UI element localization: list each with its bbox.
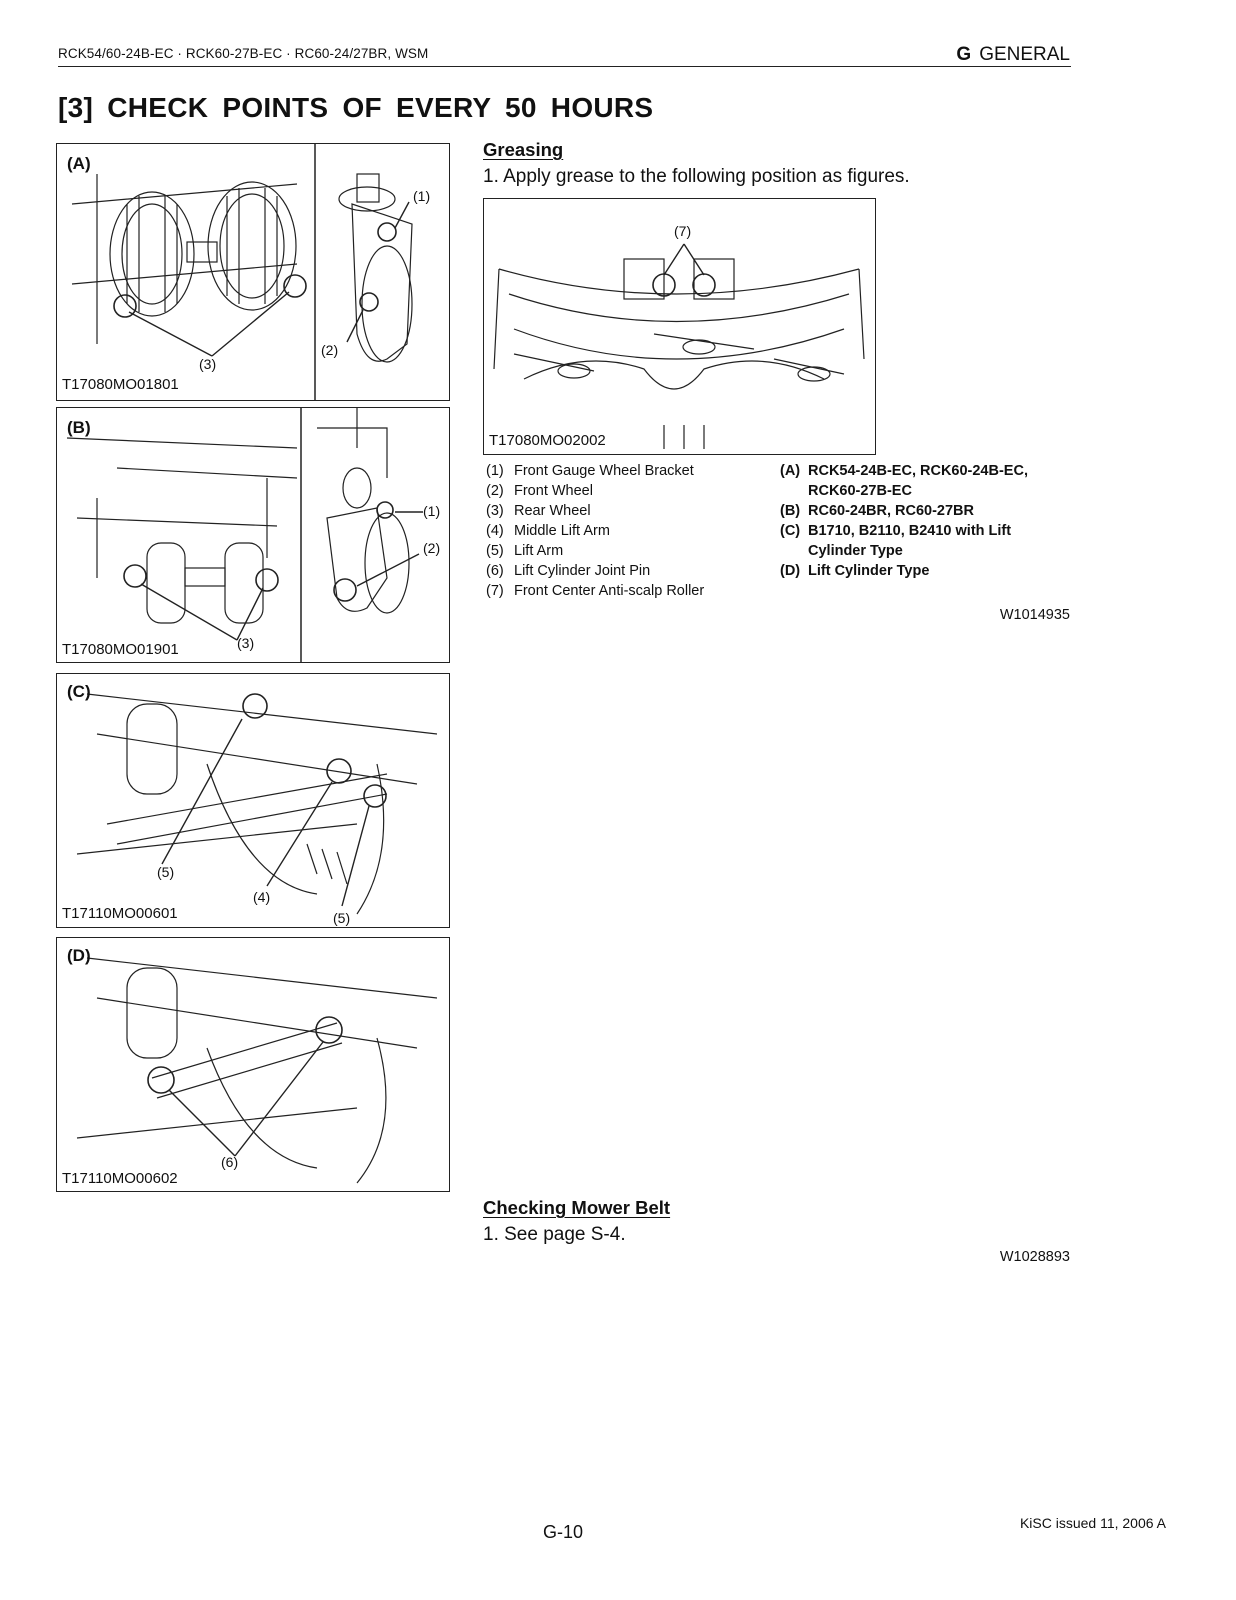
figure-mower-illustration [493,243,865,449]
figure-a-illustration [71,144,413,400]
model-key-text: Lift Cylinder Type [808,563,930,579]
section-letter: G [956,44,972,65]
header-rule [58,66,1071,67]
figure-b-illustration [66,408,423,662]
legend-num: (4) [486,523,504,539]
figure-b-callout-3: (3) [237,635,255,651]
figure-d: (D) (6) T17110MO00602 [56,937,450,1192]
figure-b: (B) (1) (2) (3) T17080MO01901 [56,407,450,663]
legend-item: (5) Lift Arm [486,541,704,561]
figure-c-letter: (C) [67,682,91,701]
figure-a-callout-2: (2) [321,342,339,358]
figure-b-callout-2: (2) [423,540,441,556]
issue-note: KiSC issued 11, 2006 A [1019,1515,1166,1531]
figure-c-illustration [76,693,438,915]
legend-text: Front Gauge Wheel Bracket [514,463,694,479]
model-key-item: (B) RC60-24BR, RC60-27BR [780,501,1028,521]
figure-a-code: T17080MO01801 [62,376,179,393]
figure-mower-code: T17080MO02002 [489,432,606,449]
legend-num: (7) [486,583,504,599]
figure-a-letter: (A) [67,154,91,173]
figure-c-callout-5b: (5) [333,910,351,926]
legend-num: (2) [486,483,504,499]
figure-a: (A) (1) (2) (3) T17080MO01801 [56,143,450,401]
figure-c-callout-4: (4) [253,889,271,905]
legend-num: (5) [486,543,504,559]
legend-list: (1) Front Gauge Wheel Bracket (2) Front Wh… [486,461,704,601]
legend-item: (7) Front Center Anti-scalp Roller [486,581,704,601]
greasing-heading: Greasing [483,139,564,160]
model-key-item-cont: RCK60-27B-EC [780,481,1028,501]
figure-c-callout-5a: (5) [157,864,175,880]
figure-b-letter: (B) [67,418,91,437]
header-section: G GENERAL [940,44,1070,66]
figure-d-code: T17110MO00602 [62,1170,178,1187]
belt-heading: Checking Mower Belt [483,1197,671,1218]
figure-mower: (7) T17080MO02002 [483,198,876,455]
legend-text: Middle Lift Arm [514,523,610,539]
model-key-text: Cylinder Type [808,543,903,559]
model-key-list: (A) RCK54-24B-EC, RCK60-24B-EC, RCK60-27B… [780,461,1028,581]
model-key-item-cont: Cylinder Type [780,541,1028,561]
figure-a-callout-1: (1) [413,188,431,204]
legend-item: (1) Front Gauge Wheel Bracket [486,461,704,481]
model-key: (C) [780,523,801,539]
page-title: [3] CHECK POINTS OF EVERY 50 HOURS [58,92,654,123]
model-key: (A) [780,463,801,479]
belt-step: 1. See page S-4. [483,1224,626,1245]
legend-item: (2) Front Wheel [486,481,704,501]
model-key-item: (D) Lift Cylinder Type [780,561,1028,581]
figure-d-illustration [76,957,438,1184]
legend-num: (6) [486,563,504,579]
figure-d-callout-6: (6) [221,1154,239,1170]
legend-text: Rear Wheel [514,503,591,519]
legend-text: Lift Arm [514,543,564,559]
header-models: RCK54/60-24B-EC · RCK60-27B-EC · RC60-24… [58,46,429,61]
model-key-item: (A) RCK54-24B-EC, RCK60-24B-EC, [780,461,1028,481]
model-key: (D) [780,563,801,579]
figure-c-code: T17110MO00601 [62,905,178,922]
legend-text: Front Center Anti-scalp Roller [514,583,705,599]
model-key-text: RC60-24BR, RC60-27BR [808,503,974,519]
legend-num: (1) [486,463,504,479]
figure-a-callout-3: (3) [199,356,217,372]
figure-b-code: T17080MO01901 [62,641,179,658]
legend-item: (3) Rear Wheel [486,501,704,521]
greasing-ref-code: W1014935 [999,607,1070,623]
greasing-step: 1. Apply grease to the following positio… [483,166,910,187]
model-key-text: RCK60-27B-EC [808,483,912,499]
model-key-text: B1710, B2110, B2410 with Lift [808,523,1012,539]
model-key: (B) [780,503,801,519]
model-key-item: (C) B1710, B2110, B2410 with Lift [780,521,1028,541]
belt-ref-code: W1028893 [999,1249,1070,1265]
page-number: G-10 [542,1522,584,1542]
figure-c: (C) (5) (4) (5) T17110MO00601 [56,673,450,928]
legend-num: (3) [486,503,504,519]
figure-b-callout-1: (1) [423,503,441,519]
figure-mower-callout-7: (7) [674,223,692,239]
legend-text: Front Wheel [514,483,593,499]
legend-item: (4) Middle Lift Arm [486,521,704,541]
section-name: GENERAL [979,44,1070,65]
figure-d-letter: (D) [67,946,91,965]
legend-text: Lift Cylinder Joint Pin [514,563,651,579]
legend-item: (6) Lift Cylinder Joint Pin [486,561,704,581]
model-key-text: RCK54-24B-EC, RCK60-24B-EC, [808,463,1028,479]
